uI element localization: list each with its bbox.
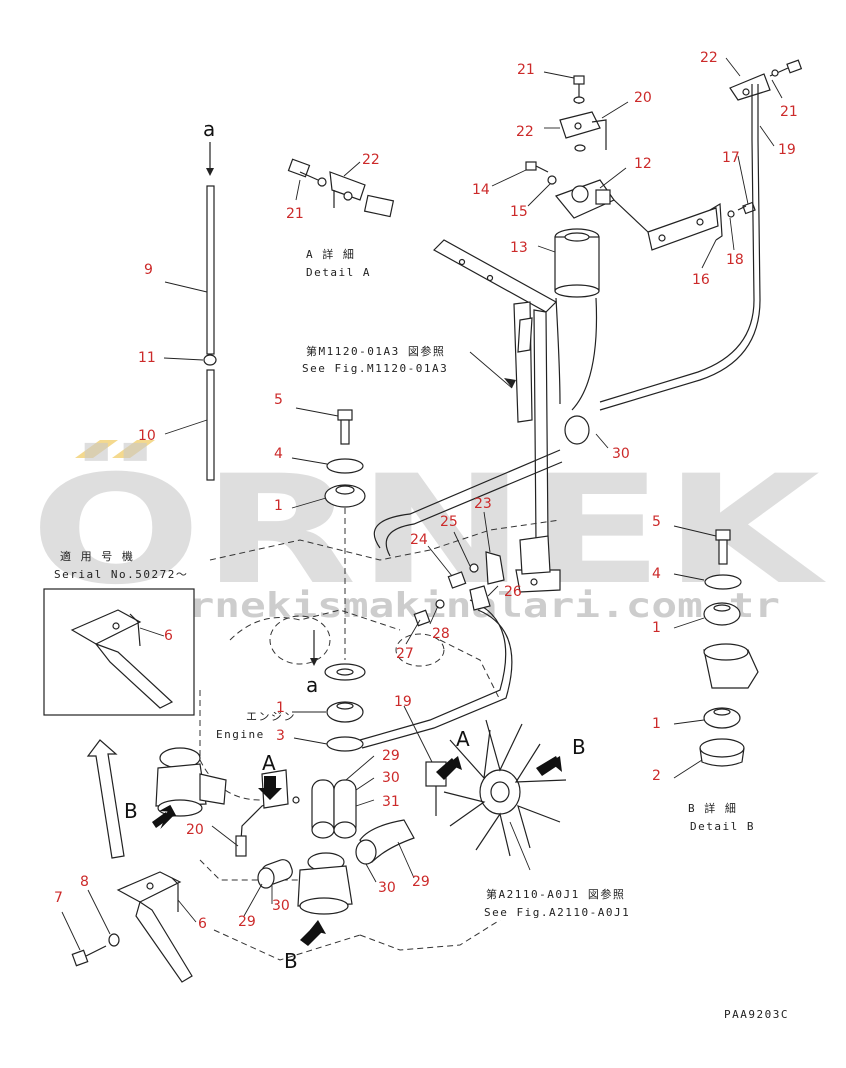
- callout-6: 6: [164, 628, 173, 644]
- detail-b-en: Detail B: [690, 820, 755, 833]
- leaders-lower-middle: [211, 511, 499, 917]
- bottom-left-bracket: [71, 871, 193, 983]
- engine-mount-center: [324, 409, 366, 752]
- leaders-center: [291, 407, 339, 745]
- callout-29: 29: [412, 874, 430, 890]
- detail-a-jp: A 詳 細: [306, 247, 355, 261]
- callout-1: 1: [274, 498, 283, 514]
- callout-14: 14: [472, 182, 490, 198]
- callout-1: 1: [652, 716, 661, 732]
- callout-1: 1: [652, 620, 661, 636]
- engine-jp: エンジン: [246, 710, 296, 723]
- callout-15: 15: [510, 204, 528, 220]
- engine-en: Engine: [216, 728, 265, 741]
- ref-m1120-en: See Fig.M1120-01A3: [302, 362, 448, 375]
- callout-30: 30: [612, 446, 630, 462]
- callout-31: 31: [382, 794, 400, 810]
- callout-23: 23: [474, 496, 492, 512]
- ref-m1120-jp: 第M1120-01A3 図参照: [306, 344, 445, 358]
- serial-en: Serial No.50272～: [54, 568, 188, 581]
- callout-3: 3: [276, 728, 285, 744]
- view-label-b-bottom: B: [284, 949, 298, 973]
- leaders-bottom-left: [61, 889, 197, 951]
- view-label-b-left: B: [124, 799, 138, 823]
- view-label-a-fan: A: [456, 727, 470, 751]
- dipstick-tube: [206, 185, 215, 355]
- callout-24: 24: [410, 532, 428, 548]
- callout-30: 30: [382, 770, 400, 786]
- callout-22: 22: [516, 124, 534, 140]
- cooling-fan: [443, 719, 567, 857]
- callout-30: 30: [272, 898, 290, 914]
- view-label-b-fan: B: [572, 735, 586, 759]
- ref-a2110-jp: 第A2110-A0J1 図参照: [486, 887, 625, 901]
- watermark-accent-left: [75, 440, 118, 458]
- serial-inset-box: [43, 588, 195, 716]
- callout-29: 29: [238, 914, 256, 930]
- callout-19: 19: [394, 694, 412, 710]
- callout-2: 2: [652, 768, 661, 784]
- callout-26: 26: [504, 584, 522, 600]
- callout-9: 9: [144, 262, 153, 278]
- callout-22: 22: [362, 152, 380, 168]
- callout-4: 4: [274, 446, 283, 462]
- leaders-top-right: [491, 57, 783, 449]
- callout-7: 7: [54, 890, 63, 906]
- coolant-piping: [235, 449, 563, 889]
- callout-20: 20: [186, 822, 204, 838]
- callout-27: 27: [396, 646, 414, 662]
- callout-29: 29: [382, 748, 400, 764]
- callout-25: 25: [440, 514, 458, 530]
- support-bracket: [433, 239, 561, 593]
- callout-28: 28: [432, 626, 450, 642]
- detail-b-jp: B 詳 細: [688, 801, 737, 815]
- dipstick-hose: [206, 369, 215, 481]
- watermark-accent-right: [112, 440, 155, 458]
- dipstick-clamp: [203, 354, 217, 366]
- arrow-a-mount: [258, 776, 282, 800]
- leaders-detail-b: [673, 525, 717, 779]
- drawing-code: PAA9203C: [724, 1008, 789, 1021]
- view-label-a-top: a: [203, 117, 215, 141]
- engine-side-mounts: [155, 747, 353, 915]
- detail-a-drawing: [287, 158, 395, 218]
- callout-18: 18: [726, 252, 744, 268]
- callout-10: 10: [138, 428, 156, 444]
- filter-mount-assembly: [525, 59, 803, 445]
- ref-a2110-en: See Fig.A2110-A0J1: [484, 906, 630, 919]
- callout-12: 12: [634, 156, 652, 172]
- serial-inset-bracket: [70, 609, 174, 709]
- dipstick-assembly: a: [163, 117, 217, 481]
- detail-a-en: Detail A: [306, 266, 371, 279]
- callout-11: 11: [138, 350, 156, 366]
- callout-8: 8: [80, 874, 89, 890]
- callout-16: 16: [692, 272, 710, 288]
- callout-6: 6: [198, 916, 207, 932]
- callout-19: 19: [778, 142, 796, 158]
- callout-1: 1: [276, 700, 285, 716]
- arrow-b-outline: [86, 739, 125, 859]
- callout-20: 20: [634, 90, 652, 106]
- callout-21: 21: [780, 104, 798, 120]
- callout-22: 22: [700, 50, 718, 66]
- direction-arrows: [86, 739, 562, 946]
- callout-21: 21: [286, 206, 304, 222]
- callout-5: 5: [652, 514, 661, 530]
- callout-17: 17: [722, 150, 740, 166]
- callout-13: 13: [510, 240, 528, 256]
- callout-21: 21: [517, 62, 535, 78]
- view-label-a-engine: a: [306, 673, 318, 697]
- view-label-a-mount: A: [262, 751, 276, 775]
- serial-jp: 適 用 号 機: [60, 549, 134, 563]
- detail-b-drawing: [699, 529, 759, 767]
- callout-5: 5: [274, 392, 283, 408]
- callout-30: 30: [378, 880, 396, 896]
- callout-numbers: 21 20 22 22 21 19 17 12 14 15 13 18 16 2…: [54, 50, 798, 932]
- callout-4: 4: [652, 566, 661, 582]
